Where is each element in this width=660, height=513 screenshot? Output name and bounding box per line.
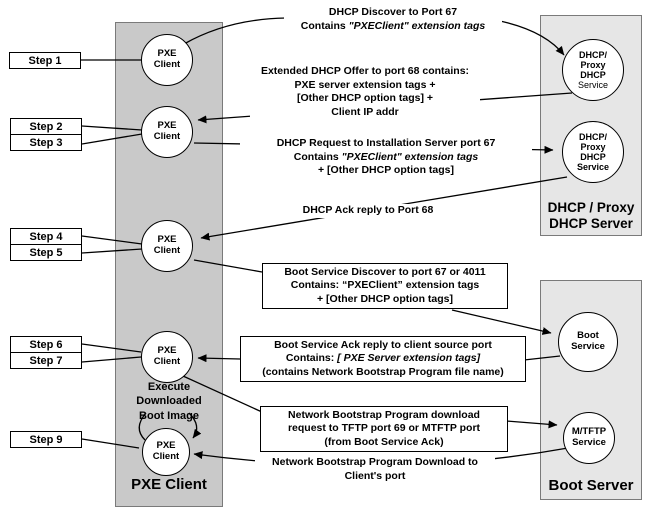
pxe-client-column-title: PXE Client [131, 476, 207, 493]
step-1-label: Step 1 [28, 54, 62, 67]
line-step3-to-client2 [81, 133, 143, 145]
arc-execute-loop-left [138, 412, 147, 441]
mtftp-service-circle: M/TFTP Service [563, 412, 615, 464]
step-3-label: Step 3 [29, 136, 63, 149]
dhcp-proxy-service-circle-2: DHCP/ Proxy DHCP Service [562, 121, 624, 183]
message-dhcp-ack: DHCP Ack reply to Port 68 [280, 204, 456, 218]
line-step7-to-client4 [81, 356, 142, 363]
arrow-discover-to-dhcp1 [499, 20, 565, 56]
line-step4-to-client3 [81, 235, 143, 245]
dhcp-proxy-server-title: DHCP / Proxy DHCP Server [547, 200, 635, 231]
pxe-client-circle-1: PXE Client [141, 34, 193, 86]
step-6-box: Step 6 [10, 336, 82, 353]
pxe-client-circle-3: PXE Client [141, 220, 193, 272]
boot-server-title: Boot Server [548, 477, 634, 494]
line-step2-to-client2 [81, 125, 143, 131]
message-dhcp-request: DHCP Request to Installation Server port… [240, 137, 532, 178]
line-bootservice-to-bsack [523, 355, 561, 361]
line-client1-to-discover [183, 17, 287, 45]
pxe-client-circle-5: PXE Client [142, 428, 190, 476]
line-client4-to-nbprequest [182, 375, 263, 413]
step-3-box: Step 3 [10, 134, 82, 151]
line-step5-to-client3 [81, 248, 143, 254]
message-dhcp-discover: DHCP Discover to Port 67 Contains "PXECl… [284, 6, 502, 34]
step-5-box: Step 5 [10, 244, 82, 261]
step-7-label: Step 7 [29, 354, 63, 367]
step-9-box: Step 9 [10, 431, 82, 448]
execute-downloaded-boot-image-note: Execute Downloaded Boot Image [136, 381, 202, 422]
arrow-bsdiscover-to-bootservice [451, 309, 552, 335]
message-dhcp-offer: Extended DHCP Offer to port 68 contains:… [250, 65, 480, 120]
pxe-client-circle-2: PXE Client [141, 106, 193, 158]
step-5-label: Step 5 [29, 246, 63, 259]
arrow-nbprequest-to-mtftp [505, 420, 558, 429]
dhcp-proxy-service-circle-1: DHCP/ Proxy DHCP Service [562, 39, 624, 101]
message-nbp-download-request: Network Bootstrap Program download reque… [260, 406, 508, 453]
step-7-box: Step 7 [10, 352, 82, 369]
step-2-label: Step 2 [29, 120, 63, 133]
step-1-box: Step 1 [9, 52, 81, 69]
pxe-client-circle-4: PXE Client [141, 331, 193, 383]
boot-service-circle: Boot Service [558, 312, 618, 372]
arrow-bsack-to-client4 [197, 354, 241, 363]
step-2-box: Step 2 [10, 118, 82, 135]
step-9-label: Step 9 [29, 433, 63, 446]
message-boot-service-discover: Boot Service Discover to port 67 or 4011… [262, 263, 508, 310]
arc-execute-loop-right [188, 412, 202, 439]
step-4-label: Step 4 [29, 230, 63, 243]
line-step9-to-client5 [81, 438, 140, 449]
message-nbp-download: Network Bootstrap Program Download to Cl… [255, 456, 495, 484]
line-client3-to-bsdiscover [193, 259, 263, 273]
step-4-box: Step 4 [10, 228, 82, 245]
step-6-label: Step 6 [29, 338, 63, 351]
message-boot-service-ack: Boot Service Ack reply to client source … [240, 336, 526, 383]
line-step6-to-client4 [81, 343, 142, 353]
